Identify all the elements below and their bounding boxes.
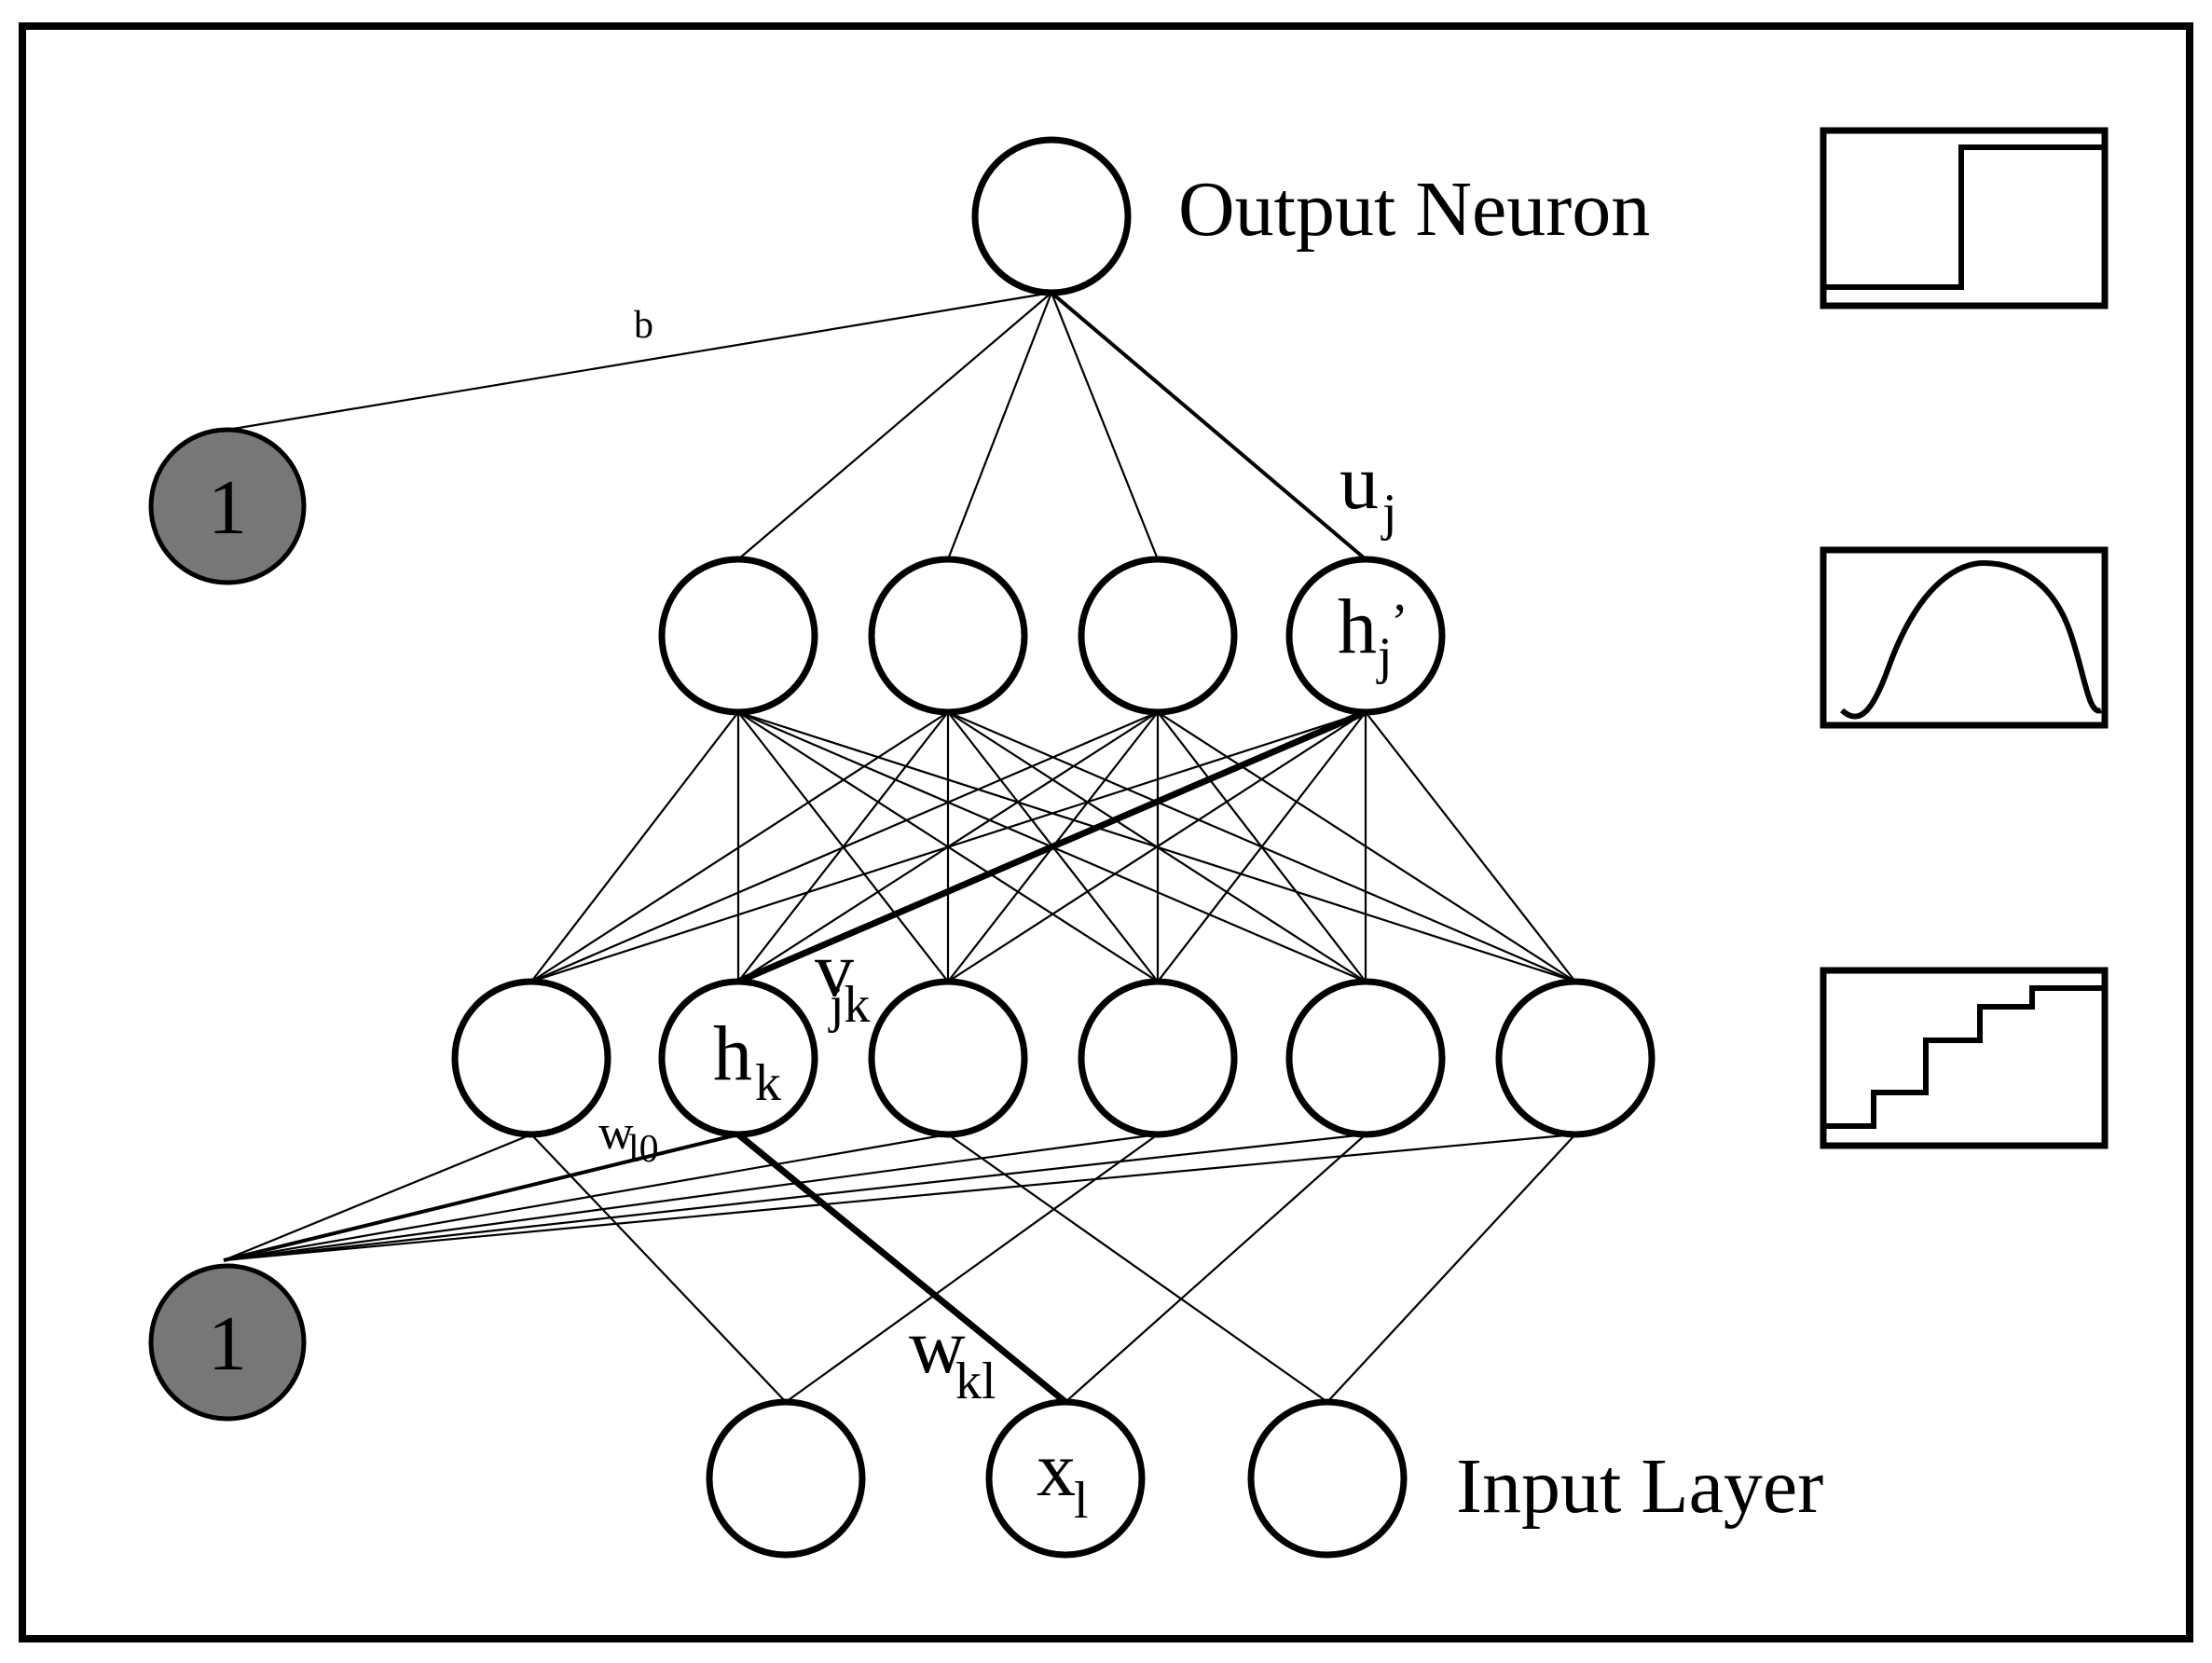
staircase-function-icon (1820, 967, 2109, 1149)
hj-label-main: h (1338, 584, 1377, 670)
edge-h2-2-to-h1-1 (530, 711, 949, 983)
hk-label-sub: k (755, 1054, 781, 1112)
neurons-group (148, 136, 1656, 1559)
edge-bias-to-output (232, 291, 1052, 431)
edge-h1-6-to-input-3 (1326, 1134, 1576, 1403)
bias-neuron-top (148, 427, 307, 585)
w0-label-sub: l0 (628, 1128, 659, 1171)
edges-group (223, 291, 1576, 1405)
xl-label-main: x (1037, 1426, 1076, 1513)
edge-bias-to-h1-5 (223, 1133, 1367, 1262)
edge-h1-1-to-input-1 (530, 1134, 787, 1403)
hidden2-neuron-1 (658, 556, 818, 716)
hidden1-neuron-3 (868, 978, 1028, 1138)
w0-label-main: w (598, 1106, 634, 1160)
edge-h2-4-to-h1-1 (530, 710, 1367, 983)
hidden2-neuron-3 (1078, 556, 1238, 716)
edge-output-to-h2-1 (737, 292, 1052, 560)
edge-bias-to-h1-4 (223, 1133, 1159, 1262)
hk-label-main: h (713, 1010, 752, 1097)
input-neuron-3 (1247, 1398, 1408, 1559)
edge-h2-4-to-h1-2 (736, 708, 1367, 985)
edge-h2-4-to-h1-3 (947, 711, 1367, 983)
edge-h1-3-to-input-3 (947, 1134, 1328, 1403)
edge-h1-4-to-input-1 (785, 1134, 1159, 1403)
hidden1-neuron-5 (1285, 978, 1446, 1138)
bell-curve-icon (1820, 546, 2109, 729)
diagram-frame (19, 22, 2193, 1642)
edge-h1-5-to-input-2 (1065, 1134, 1367, 1403)
hidden1-neuron-1 (451, 978, 611, 1138)
edge-b-label: b (634, 304, 653, 347)
hidden1-neuron-hk (658, 978, 818, 1138)
edge-output-to-h2-4 (1050, 291, 1367, 561)
hj-label-sub: j (1376, 627, 1393, 685)
hidden1-neuron-6 (1495, 978, 1656, 1138)
bias-top-value: 1 (208, 464, 247, 551)
output-neuron-label: Output Neuron (1178, 166, 1650, 253)
edge-h2-1-to-h1-1 (530, 711, 739, 983)
hidden1-neuron-4 (1078, 978, 1238, 1138)
hidden2-neuron-hj (1285, 556, 1446, 716)
edge-h2-3-to-h1-1 (530, 710, 1159, 983)
v-label-sub: jk (828, 976, 871, 1034)
edge-bias-to-h1-6 (223, 1133, 1576, 1262)
input-layer-label: Input Layer (1456, 1443, 1823, 1530)
output-neuron (971, 136, 1132, 296)
edge-h2-4-to-h1-4 (1157, 711, 1367, 983)
u-label-main: u (1340, 439, 1379, 526)
input-neuron-1 (706, 1398, 866, 1559)
edge-h2-4-to-h1-6 (1365, 711, 1576, 983)
xl-label-sub: l (1074, 1472, 1089, 1530)
wkl-label-main: w (909, 1303, 966, 1390)
input-neuron-xl (985, 1398, 1146, 1559)
hj-label-prime: ’ (1391, 594, 1408, 652)
v-label-main: v (815, 927, 854, 1013)
edge-bias-to-h1-1 (223, 1133, 532, 1262)
u-label-sub: j (1381, 484, 1397, 542)
step-function-icon (1820, 127, 2109, 309)
edge-h1-2-to-input-2 (735, 1132, 1068, 1405)
hidden2-neuron-2 (868, 556, 1028, 716)
edge-bias-to-h1-3 (223, 1133, 949, 1262)
wkl-label-sub: kl (955, 1353, 996, 1410)
edge-bias-to-h1-2 (223, 1133, 739, 1262)
edge-output-to-h2-3 (1050, 292, 1160, 560)
bias-bottom-value: 1 (208, 1300, 247, 1387)
bias-neuron-bottom (148, 1263, 307, 1422)
edge-output-to-h2-2 (946, 292, 1053, 560)
